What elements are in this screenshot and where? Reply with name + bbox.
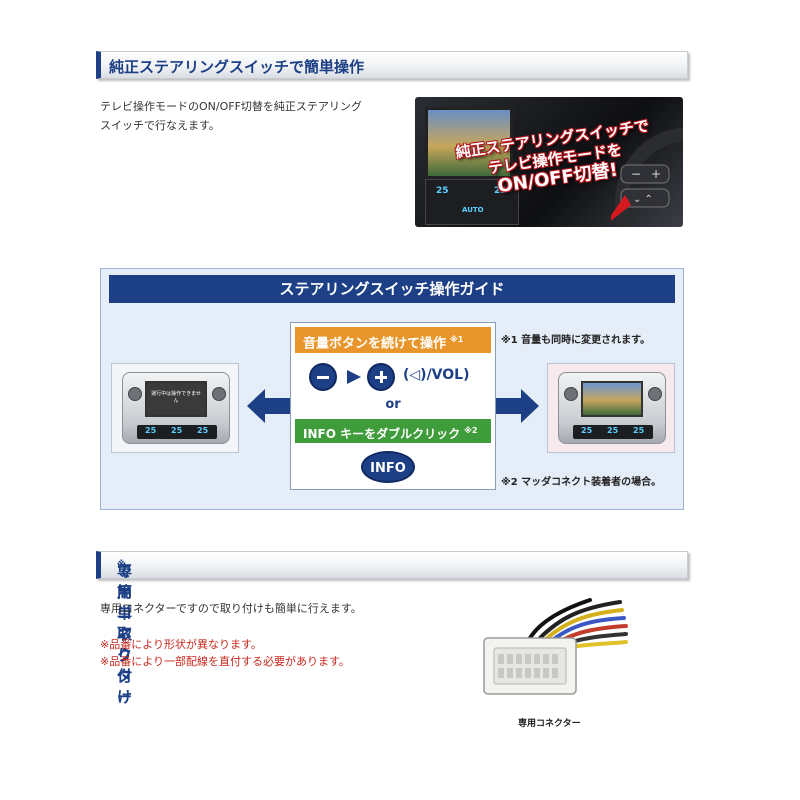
svg-text:⌄ ⌃: ⌄ ⌃ <box>633 194 653 205</box>
info-operation-label: INFO キーをダブルクリック※2 <box>295 419 491 443</box>
navi-unit-left: 運行中は操作できません 25 25 25 <box>111 363 239 453</box>
clim-value: 25 <box>633 426 645 435</box>
minus-button-icon <box>309 363 337 391</box>
arrow-left-icon <box>247 389 291 423</box>
note-mark-2: ※2 <box>464 426 478 435</box>
clim-value: 25 <box>581 426 593 435</box>
section-title: 純正ステアリングスイッチで簡単操作 <box>109 58 365 76</box>
connector-description: 専用コネクターですので取り付けも簡単に行えます。 <box>100 602 362 615</box>
info-operation-text: INFO キーをダブルクリック <box>303 427 461 441</box>
screen-message: 運行中は操作できません <box>151 391 201 404</box>
connector-caption: 専用コネクター <box>518 719 581 729</box>
clim-value: 25 <box>145 426 157 435</box>
section-title-main: 専用コネクター <box>117 562 133 706</box>
unit-screen: 運行中は操作できません <box>145 381 207 417</box>
note-1: ※1 音量も同時に変更されます。 <box>501 335 651 346</box>
connector-note-red-2: ※品番により一部配線を直付する必要があります。 <box>100 655 350 668</box>
connector-note-red-1: ※品番により形状が異なります。 <box>100 638 262 651</box>
steering-buttons-icon: − + ⌄ ⌃ <box>611 164 670 221</box>
note-mark-1: ※1 <box>450 335 464 344</box>
play-arrow-icon <box>347 370 361 384</box>
section-title-mark: ※ <box>117 560 126 570</box>
svg-text:+: + <box>651 167 661 181</box>
steering-switch-photo: 25 AUTO 25 − + ⌄ ⌃ 純正ステアリングスイッチで テレビ操作モー… <box>415 97 683 227</box>
arrow-right-icon <box>495 389 539 423</box>
operation-box: 音量ボタンを続けて操作※1 (◁)/VOL) or INFO キーをダブルクリッ… <box>290 322 496 490</box>
unit-knob-left <box>564 387 578 401</box>
volume-operation-text: 音量ボタンを続けて操作 <box>303 336 447 352</box>
panel-value: 25 <box>436 186 449 196</box>
panel-temp: 25 <box>494 186 507 196</box>
info-button-icon: INFO <box>361 451 415 483</box>
clim-value: 25 <box>197 426 209 435</box>
vol-label: (◁)/VOL) <box>403 367 470 383</box>
navi-unit-right: 25 25 25 <box>547 363 675 453</box>
note-2: ※2 マッダコネクト装着者の場合。 <box>501 477 662 488</box>
unit-body: 運行中は操作できません 25 25 25 <box>122 372 230 444</box>
unit-climate-display: 25 25 25 <box>573 425 653 439</box>
section-description: テレビ操作モードのON/OFF切替を純正ステアリング スイッチで行なえます。 <box>100 97 400 135</box>
svg-text:−: − <box>631 167 641 181</box>
clim-value: 25 <box>607 426 619 435</box>
climate-panel: 25 AUTO 25 <box>425 179 519 225</box>
plus-button-icon <box>367 363 395 391</box>
clim-value: 25 <box>171 426 183 435</box>
unit-screen-tv <box>581 381 643 417</box>
guide-title: ステアリングスイッチ操作ガイド <box>109 275 675 303</box>
unit-knob-right <box>212 387 226 401</box>
panel-auto: AUTO <box>462 206 484 214</box>
section-title-suffix: で簡単取り付け <box>117 562 133 706</box>
connector-image <box>483 598 628 695</box>
section-header-connector: 専用コネクター※で簡単取り付け <box>96 551 688 706</box>
navi-screen-image <box>425 107 513 179</box>
unit-body: 25 25 25 <box>558 372 666 444</box>
description-line: テレビ操作モードのON/OFF切替を純正ステアリング <box>100 100 362 113</box>
section-header-steering: 純正ステアリングスイッチで簡単操作 <box>96 51 688 79</box>
unit-knob-right <box>648 387 662 401</box>
unit-climate-display: 25 25 25 <box>137 425 217 439</box>
or-text: or <box>385 397 401 412</box>
volume-operation-label: 音量ボタンを続けて操作※1 <box>295 327 491 353</box>
description-line: スイッチで行なえます。 <box>100 119 220 132</box>
unit-knob-left <box>128 387 142 401</box>
